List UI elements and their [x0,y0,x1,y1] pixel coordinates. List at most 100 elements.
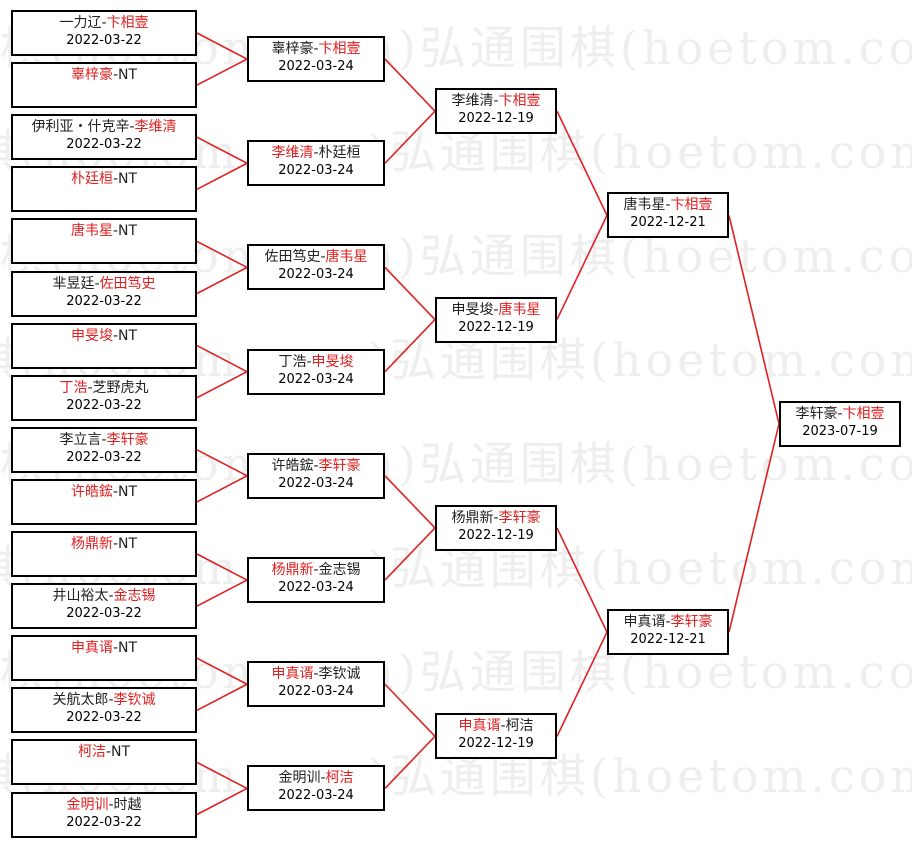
connector-line [384,527,436,581]
player-2: NT [111,744,131,761]
player-1: 芈昱廷 [52,275,95,292]
separator: - [493,509,499,526]
match-players: 杨鼎新-NT [71,535,137,553]
player-1: 关航太郎 [52,692,109,709]
connector-line [196,58,248,86]
connector-line [196,579,248,607]
connector-line [196,32,248,60]
match-date: 2022-03-22 [66,397,142,413]
player-2: 申旻埈 [311,353,354,370]
player-1: 许皓鋐 [70,483,113,500]
match-date: 2022-03-22 [66,293,142,309]
separator: - [105,744,112,761]
player-2: 柯洁 [325,770,354,787]
match-players: 辜梓豪-NT [71,66,137,84]
match-box: 杨鼎新-NT [11,531,197,577]
separator: - [112,223,119,240]
player-1: 杨鼎新 [70,536,113,552]
player-1: 申真谞 [271,666,314,683]
connector-line [384,735,436,790]
player-1: 井山裕太 [52,588,109,605]
separator: - [313,666,319,683]
separator: - [313,562,319,579]
player-1: 杨鼎新 [451,509,494,526]
player-2: 李钦诚 [113,692,156,709]
separator: - [500,718,506,735]
player-2: 卞相壹 [842,405,885,422]
player-2: 金志锡 [113,588,156,605]
match-players: 申真谞-NT [71,639,137,657]
player-2: 芝野虎丸 [92,379,149,396]
connector-line [556,631,608,737]
player-1: 丁浩 [278,353,307,370]
connector-line [196,370,248,399]
player-1: 金明训 [278,770,321,787]
player-2: NT [118,171,138,188]
separator: - [87,379,93,396]
separator: - [313,41,319,58]
player-2: NT [118,223,138,240]
connector-line [384,475,436,529]
player-1: 许皓鋐 [271,457,314,474]
match-date: 2022-03-24 [278,163,354,179]
match-players: 金明训-时越 [66,796,141,814]
match-date: 2022-03-24 [278,59,354,75]
match-date: 2022-03-22 [66,606,142,622]
connector-line [728,423,780,633]
player-1: 杨鼎新 [271,562,314,579]
player-2: 李轩豪 [670,614,713,631]
match-players: 芈昱廷-佐田笃史 [52,275,155,293]
connector-line [728,215,780,424]
match-date: 2022-03-22 [66,137,142,153]
match-players: 申真谞-柯洁 [458,717,533,735]
match-date: 2022-03-24 [278,371,354,387]
connector-line [384,318,436,373]
player-2: 佐田笃史 [99,275,156,292]
match-date: 2022-12-21 [630,632,706,648]
player-1: 李轩豪 [795,405,838,422]
match-players: 丁浩-芝野虎丸 [59,379,148,397]
match-players: 杨鼎新-李轩豪 [451,509,540,527]
player-1: 申真谞 [70,640,113,657]
player-1: 李立言 [59,431,102,448]
connector-line [556,110,608,216]
match-players: 李维清-朴廷桓 [271,144,360,162]
match-date: 2022-12-19 [458,319,534,335]
match-box: 许皓鋐-NT [11,478,197,525]
separator: - [112,536,119,552]
player-2: 时越 [113,796,142,813]
match-date: 2022-03-22 [66,814,142,830]
player-1: 李维清 [271,145,314,162]
separator: - [112,483,119,500]
player-1: 申旻埈 [70,327,113,344]
separator: - [108,588,114,605]
match-box: 辜梓豪-NT [11,62,197,109]
player-1: 唐韦星 [623,197,666,214]
separator: - [313,145,319,162]
separator: - [108,796,114,813]
player-2: 唐韦星 [325,249,368,266]
separator: - [94,275,100,292]
match-date: 2022-03-22 [66,33,142,48]
separator: - [837,405,843,422]
match-date: 2022-03-24 [278,684,354,700]
player-2: NT [118,483,138,500]
match-players: 柯洁-NT [78,743,130,761]
